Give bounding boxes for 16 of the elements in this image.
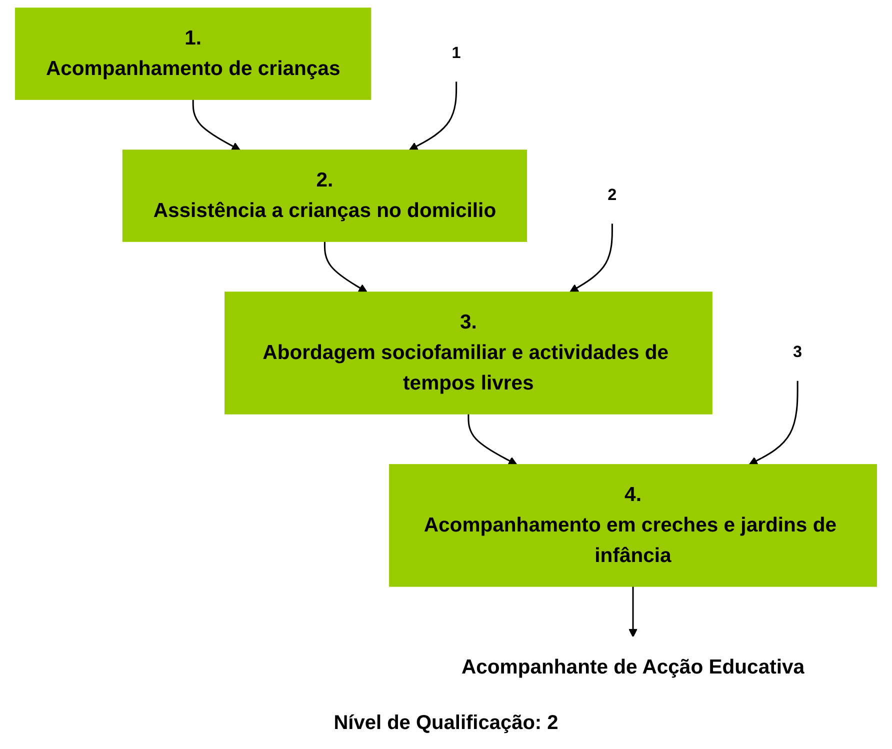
node-box: 3. Abordagem sociofamiliar e actividades de tempos livres xyxy=(224,292,712,414)
node-box: 1. Acompanhamento de crianças xyxy=(15,8,372,100)
arrow xyxy=(324,241,368,293)
arrow xyxy=(570,223,613,293)
arrow xyxy=(748,380,798,465)
qualification-level-note: Nível de Qualificação: 2 xyxy=(334,712,558,735)
node-text: Acompanhante de Acção Educativa xyxy=(461,656,805,679)
node-box: 2. Assistência a crianças no domicilio xyxy=(122,150,528,242)
arrow xyxy=(468,414,518,465)
arrow xyxy=(408,81,458,151)
node-text: 1 xyxy=(452,44,461,62)
arrow xyxy=(192,99,240,151)
node-box: 4. Acompanhamento em creches e jardins de infância xyxy=(389,464,877,587)
node-text: 3 xyxy=(793,344,802,362)
arrow xyxy=(628,586,638,638)
node-text: 2 xyxy=(608,186,617,204)
